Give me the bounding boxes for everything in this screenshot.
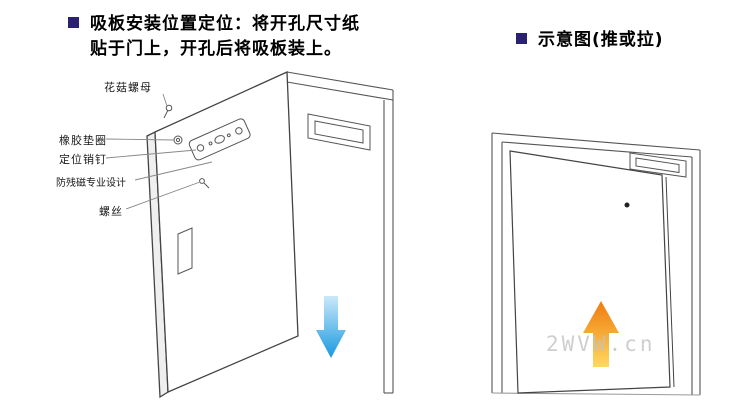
left-diagram: [105, 71, 394, 399]
leader-lines: [105, 93, 213, 210]
left-title: 吸板安装位置定位：将开孔尺寸纸 贴于门上，开孔后将吸板装上。: [90, 12, 360, 62]
left-header: 吸板安装位置定位：将开孔尺寸纸 贴于门上，开孔后将吸板装上。: [68, 12, 360, 62]
door-panel: [146, 71, 299, 399]
rubber-washer-icon: [173, 135, 183, 145]
callout-mushroom-nut: 花菇螺母: [104, 81, 152, 94]
right-header: 示意图(推或拉): [516, 28, 664, 53]
down-arrow-icon: [316, 296, 346, 358]
door-frame: [286, 71, 394, 394]
callout-screw: 螺丝: [99, 205, 123, 218]
callout-rubber-washer: 橡胶垫圈: [59, 134, 107, 147]
mushroom-nut-icon: [163, 104, 173, 119]
bullet-icon: [68, 17, 79, 28]
door-dot: [624, 202, 630, 208]
door-frame: [491, 132, 701, 396]
right-diagram: [491, 132, 701, 396]
left-title-line2: 贴于门上，开孔后将吸板装上。: [90, 39, 342, 59]
left-title-line1: 吸板安装位置定位：将开孔尺寸纸: [90, 14, 360, 34]
door-handle: [177, 227, 193, 275]
suction-plate: [163, 104, 251, 189]
up-arrow-icon: [583, 301, 619, 367]
door-panel: [509, 150, 675, 394]
lock-body: [307, 113, 371, 151]
callout-anti-residual-magnetism: 防残磁专业设计: [56, 178, 126, 189]
bullet-square: [68, 17, 79, 28]
callout-positioning-pin: 定位销钉: [59, 153, 107, 166]
right-title: 示意图(推或拉): [538, 30, 664, 50]
screw-icon: [199, 178, 210, 189]
watermark: 2WVW.cn: [546, 332, 656, 356]
bullet-icon: [516, 33, 527, 44]
bullet-square: [516, 33, 527, 44]
lock-body: [629, 152, 687, 178]
